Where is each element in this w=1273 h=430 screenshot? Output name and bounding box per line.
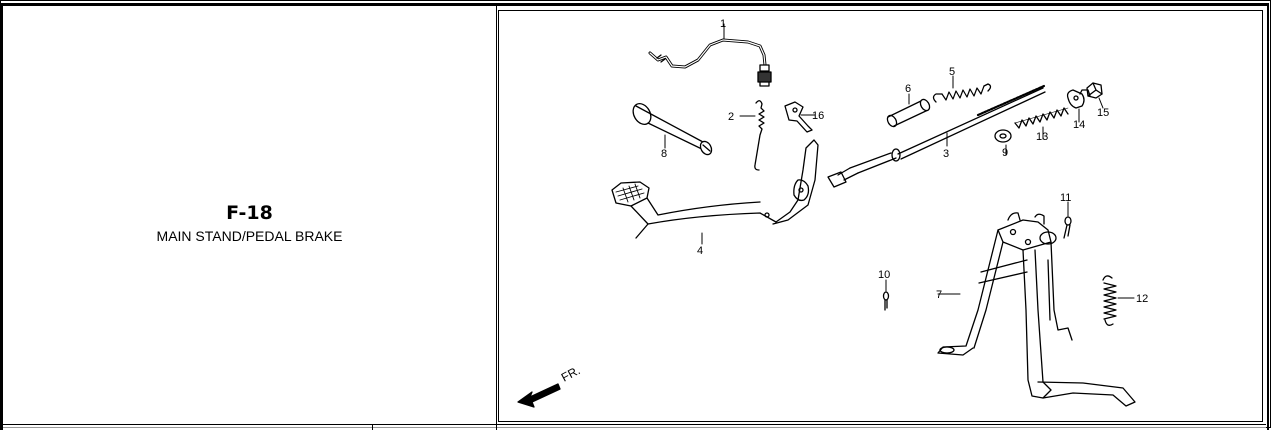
table-cell-tick bbox=[372, 425, 373, 430]
diagram-frame bbox=[498, 10, 1263, 422]
callout-5: 5 bbox=[949, 66, 955, 78]
callout-4: 4 bbox=[697, 245, 703, 257]
table-border bbox=[0, 3, 1269, 430]
callout-15: 15 bbox=[1097, 107, 1109, 119]
callout-13: 13 bbox=[1036, 131, 1048, 143]
callout-14: 14 bbox=[1073, 119, 1085, 131]
part-cotter-pin-large bbox=[1063, 216, 1072, 239]
front-direction-label: FR. bbox=[559, 363, 583, 384]
callout-7: 7 bbox=[936, 289, 942, 301]
part-washer bbox=[994, 129, 1012, 143]
part-stand-spring bbox=[1102, 275, 1117, 326]
section-title-cell: F-18 MAIN STAND/PEDAL BRAKE bbox=[3, 6, 496, 424]
table-bottom-rule-secondary bbox=[3, 427, 1266, 428]
front-direction-arrow bbox=[517, 383, 561, 408]
column-divider bbox=[496, 6, 497, 428]
callout-3: 3 bbox=[943, 148, 949, 160]
part-adjust-nut bbox=[1086, 82, 1103, 99]
section-title: MAIN STAND/PEDAL BRAKE bbox=[156, 228, 343, 244]
part-cotter-pin-small bbox=[882, 291, 890, 311]
part-brake-rod bbox=[827, 84, 1046, 188]
callout-11: 11 bbox=[1060, 192, 1071, 204]
callout-2: 2 bbox=[728, 111, 734, 123]
part-joint bbox=[1066, 89, 1091, 109]
part-brake-pedal bbox=[611, 139, 819, 239]
callout-8: 8 bbox=[661, 148, 667, 160]
table-cell-tick bbox=[496, 425, 497, 430]
part-pivot-pin bbox=[632, 103, 713, 156]
part-spring-return bbox=[932, 83, 992, 103]
callout-1: 1 bbox=[720, 18, 726, 30]
callout-9: 9 bbox=[1002, 147, 1008, 159]
part-sleeve bbox=[886, 98, 931, 128]
part-clip bbox=[784, 101, 813, 133]
part-spring-small bbox=[754, 100, 765, 171]
part-brake-switch bbox=[648, 38, 772, 87]
part-spring-rod bbox=[1014, 107, 1069, 129]
callout-16: 16 bbox=[812, 110, 824, 122]
table-bottom-rule bbox=[3, 424, 1266, 425]
part-main-stand bbox=[937, 212, 1136, 407]
callout-12: 12 bbox=[1136, 293, 1148, 305]
exploded-parts-diagram: 1 2 3 4 5 6 7 8 9 10 11 12 13 14 15 16 F… bbox=[517, 18, 1148, 408]
section-code: F-18 bbox=[226, 202, 273, 224]
callout-6: 6 bbox=[905, 83, 911, 95]
callout-10: 10 bbox=[878, 269, 890, 281]
